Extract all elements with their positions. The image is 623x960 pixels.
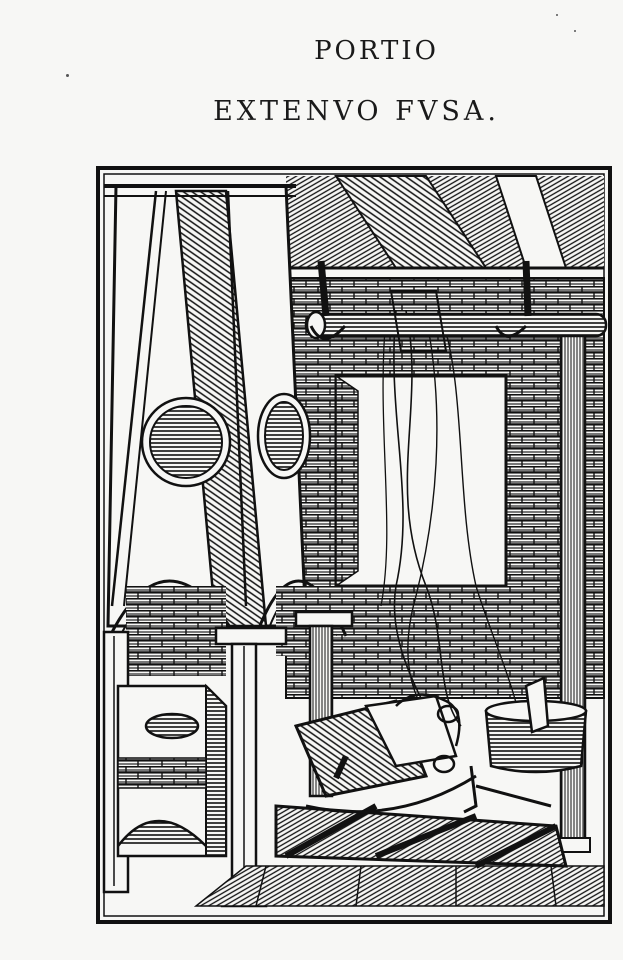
ink-speck [574,30,576,32]
heading-line-1: PORTIO [314,36,439,66]
heading-line-2: EXTENVO FVSA. [213,96,500,127]
woodcut-illustration [96,166,612,924]
ink-speck [556,14,558,16]
ink-speck [66,74,69,77]
